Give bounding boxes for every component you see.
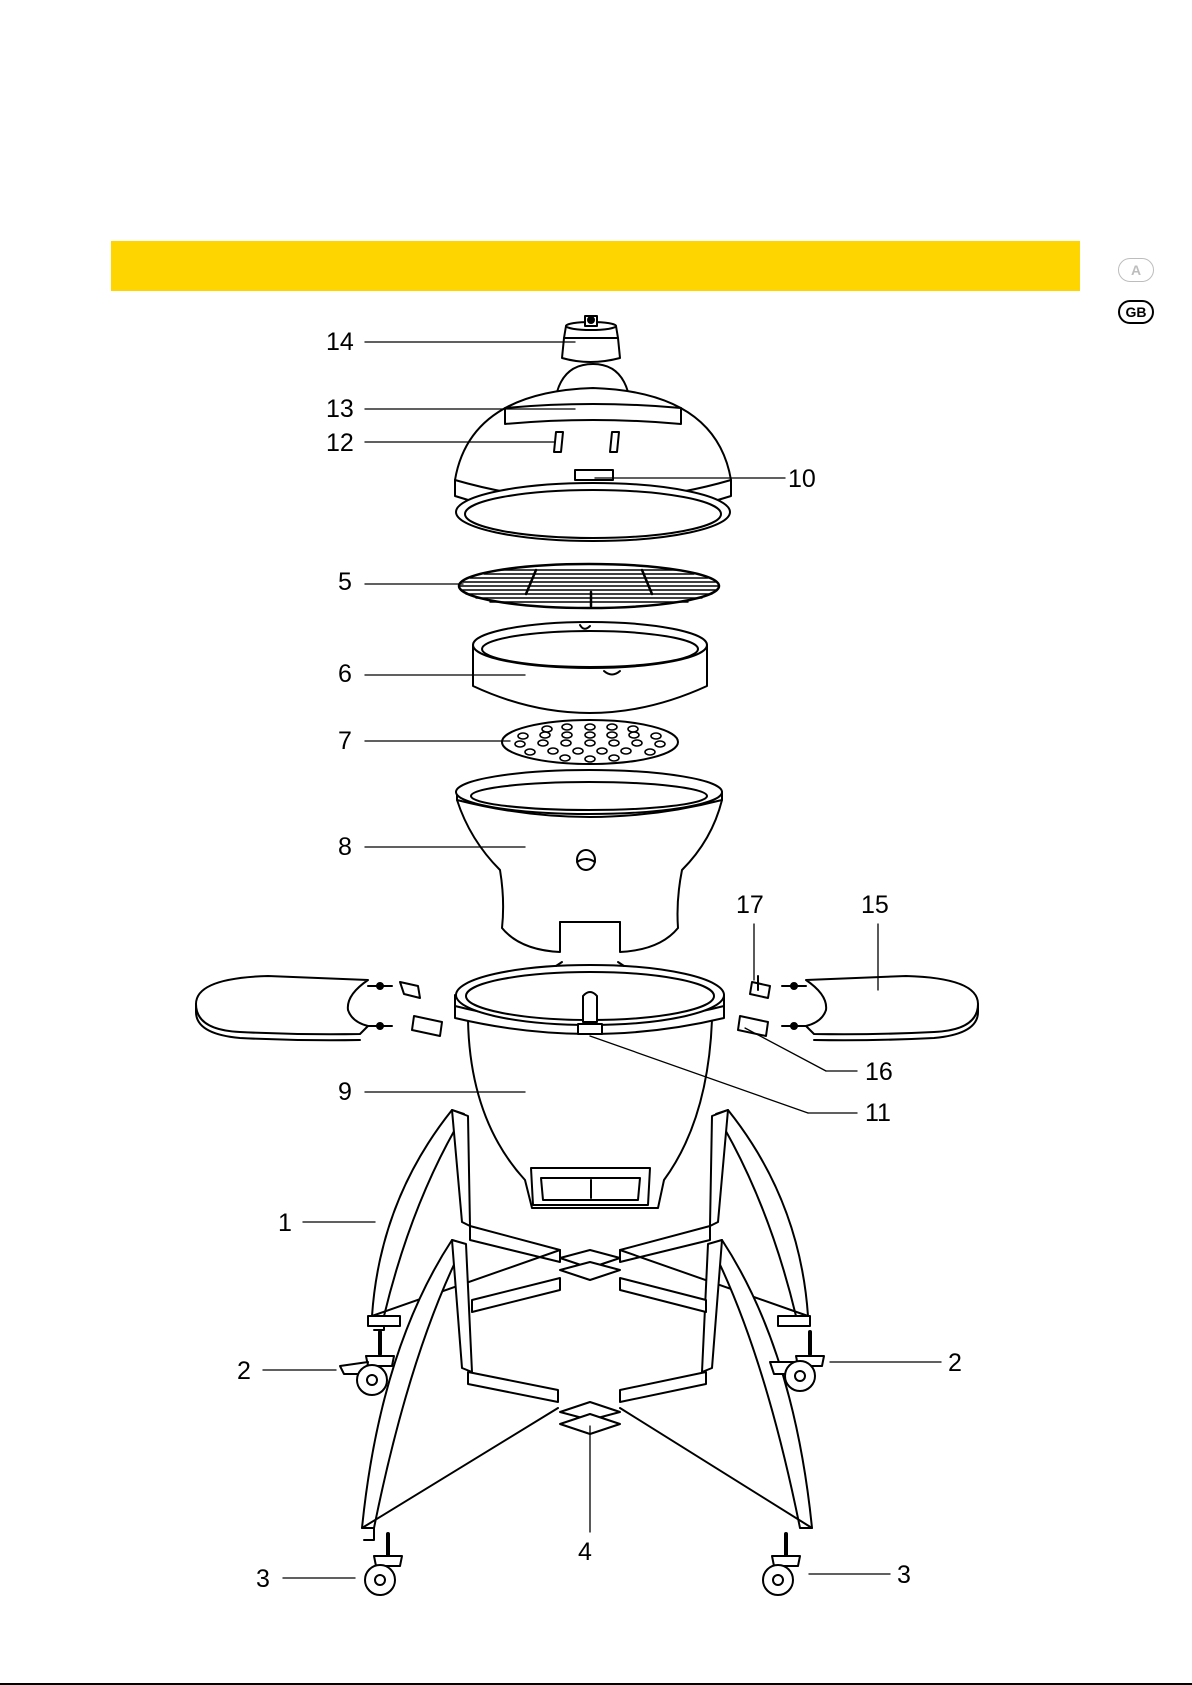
- caster-left: [365, 1534, 402, 1595]
- callout-14: 14: [326, 328, 354, 356]
- callout-11: 11: [865, 1099, 891, 1127]
- cooking-grid: [459, 564, 719, 608]
- callout-3-left: 3: [256, 1565, 270, 1593]
- callout-3-right: 3: [897, 1561, 911, 1589]
- grill-base-body: [455, 962, 724, 1208]
- caster-right: [763, 1534, 800, 1595]
- firebox: [456, 770, 722, 952]
- caster-locking-left: [340, 1332, 394, 1395]
- callout-10: 10: [788, 465, 816, 493]
- callout-9: 9: [338, 1078, 352, 1106]
- top-vent-cap: [562, 316, 620, 362]
- fire-ring: [473, 622, 707, 713]
- callout-16: 16: [865, 1058, 893, 1086]
- callout-15: 15: [861, 891, 889, 919]
- callout-2-left: 2: [237, 1357, 251, 1385]
- callout-1: 1: [278, 1209, 292, 1237]
- callout-12: 12: [326, 429, 354, 457]
- side-shelf-right: [738, 976, 978, 1040]
- cross-connector-upper: [560, 1250, 620, 1280]
- callout-2-right: 2: [948, 1349, 962, 1377]
- side-shelf-left: [196, 976, 442, 1040]
- callout-5: 5: [338, 568, 352, 596]
- callout-8: 8: [338, 833, 352, 861]
- callout-4: 4: [578, 1538, 592, 1566]
- callout-13: 13: [326, 395, 354, 423]
- callout-6: 6: [338, 660, 352, 688]
- charcoal-grate: [502, 720, 678, 764]
- callout-17: 17: [736, 891, 764, 919]
- dome-lid: [455, 364, 731, 541]
- callout-7: 7: [338, 727, 352, 755]
